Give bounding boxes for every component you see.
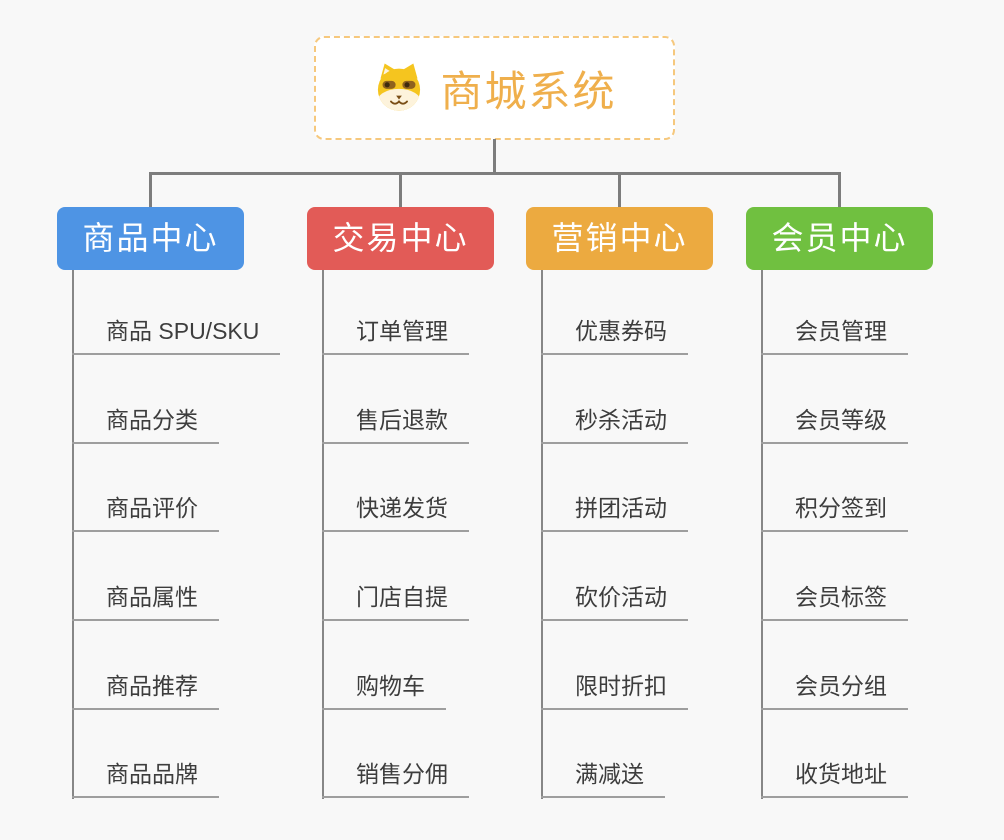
child-node[interactable]: 满减送 [541, 710, 665, 799]
child-node[interactable]: 商品 SPU/SKU [72, 270, 281, 355]
child-node[interactable]: 门店自提 [322, 532, 469, 622]
branch-children-list: 订单管理售后退款快递发货门店自提购物车销售分佣 [322, 270, 469, 799]
root-title: 商城系统 [440, 67, 617, 115]
child-node[interactable]: 商品推荐 [72, 621, 219, 710]
child-node[interactable]: 会员管理 [761, 270, 908, 355]
child-node[interactable]: 会员分组 [761, 621, 908, 710]
horizontal-connector-line [150, 172, 840, 175]
child-node[interactable]: 会员等级 [761, 355, 908, 444]
child-node[interactable]: 砍价活动 [541, 532, 688, 622]
child-node[interactable]: 售后退款 [322, 355, 469, 444]
branch-node[interactable]: 会员中心 [746, 207, 933, 270]
branch-drop-connector-line [618, 172, 621, 209]
child-node[interactable]: 限时折扣 [541, 621, 688, 710]
branch-node[interactable]: 交易中心 [307, 207, 494, 270]
child-node[interactable]: 销售分佣 [322, 710, 469, 799]
child-node[interactable]: 订单管理 [322, 270, 469, 355]
branch-drop-connector-line [399, 172, 402, 209]
branch-connector-line [761, 270, 763, 799]
child-node[interactable]: 会员标签 [761, 532, 908, 622]
child-node[interactable]: 收货地址 [761, 710, 908, 799]
branch-node[interactable]: 营销中心 [526, 207, 713, 270]
child-node[interactable]: 商品评价 [72, 444, 219, 533]
child-node[interactable]: 优惠券码 [541, 270, 688, 355]
dog-face-icon [372, 61, 426, 115]
root-connector-line [493, 139, 496, 174]
branch: 营销中心 优惠券码秒杀活动拼团活动砍价活动限时折扣满减送 [526, 207, 713, 799]
branch-drop-connector-line [838, 172, 841, 209]
branch-children-list: 优惠券码秒杀活动拼团活动砍价活动限时折扣满减送 [541, 270, 688, 799]
branch-connector-line [541, 270, 543, 799]
root-node[interactable]: 商城系统 [314, 36, 675, 140]
branch-drop-connector-line [149, 172, 152, 209]
child-node[interactable]: 拼团活动 [541, 444, 688, 533]
child-node[interactable]: 购物车 [322, 621, 446, 710]
branch: 会员中心 会员管理会员等级积分签到会员标签会员分组收货地址 [746, 207, 933, 799]
child-node[interactable]: 商品属性 [72, 532, 219, 622]
branch-node[interactable]: 商品中心 [57, 207, 244, 270]
branch: 交易中心 订单管理售后退款快递发货门店自提购物车销售分佣 [307, 207, 494, 799]
child-node[interactable]: 商品分类 [72, 355, 219, 444]
branch-children-list: 会员管理会员等级积分签到会员标签会员分组收货地址 [761, 270, 908, 799]
branch-connector-line [72, 270, 74, 799]
child-node[interactable]: 商品品牌 [72, 710, 219, 799]
child-node[interactable]: 快递发货 [322, 444, 469, 533]
child-node[interactable]: 积分签到 [761, 444, 908, 533]
branch-connector-line [322, 270, 324, 799]
child-node[interactable]: 秒杀活动 [541, 355, 688, 444]
